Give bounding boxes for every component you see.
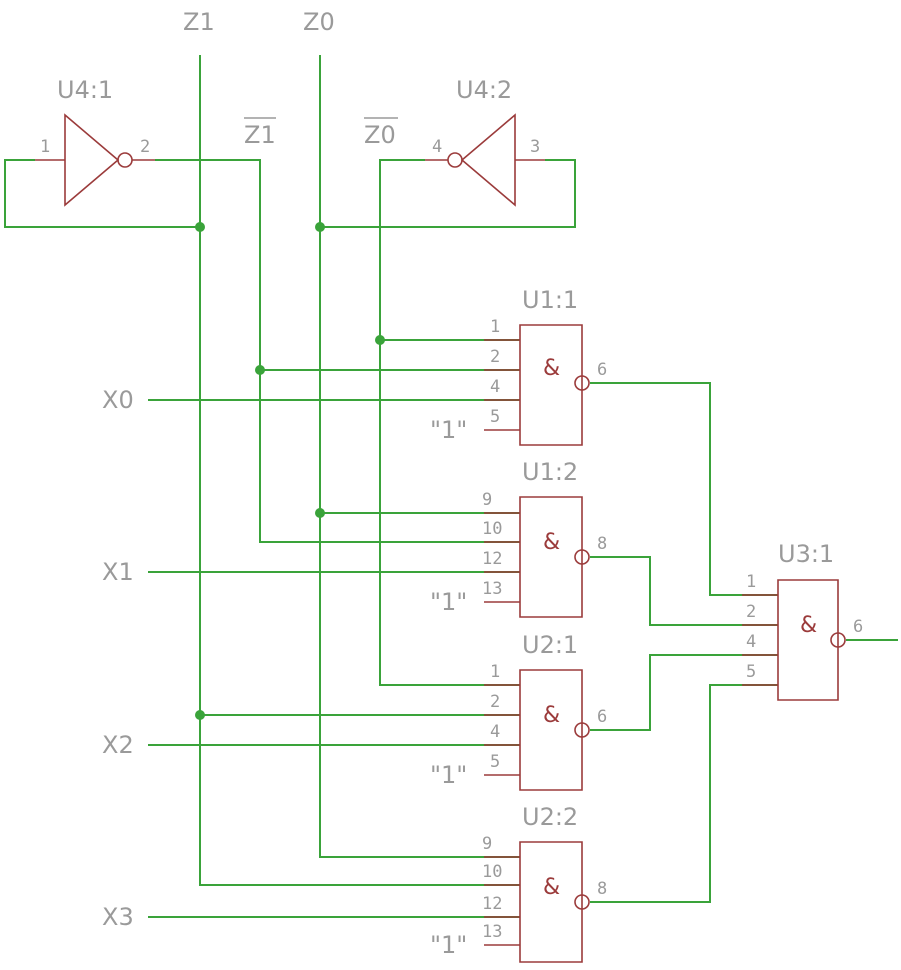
part-bodies (35, 113, 846, 963)
nand-gate-u3-1 (742, 579, 839, 701)
pin-number: 12 (482, 894, 502, 914)
and-symbol: & (543, 530, 560, 555)
pin-numbers: 1 2 3 4 1 2 4 5 6 9 10 12 13 8 1 2 4 5 6… (40, 137, 863, 942)
net-label-z0: Z0 (303, 8, 335, 36)
nand-bubble (574, 549, 590, 565)
nand-bubble (830, 632, 846, 648)
nand-gate-u1-2 (484, 496, 583, 618)
inverter-u4-2 (425, 113, 545, 207)
inverter-u4-1 (35, 113, 155, 207)
and-symbol: & (800, 613, 817, 638)
pin-number: 1 (490, 317, 500, 337)
pin-number: 12 (482, 549, 502, 569)
pin-number: 3 (530, 137, 540, 157)
nand-gate-u1-1 (484, 324, 583, 446)
pin-number: 8 (597, 879, 607, 899)
pin-number: 10 (482, 519, 502, 539)
and-symbol: & (543, 875, 560, 900)
pin-number: 2 (140, 137, 150, 157)
junction-dot (315, 222, 325, 232)
part-name-u4-1: U4:1 (57, 76, 113, 104)
wires (4, 55, 898, 918)
nand-bubble (574, 894, 590, 910)
pin-number: 5 (490, 407, 500, 427)
net-label-x3: X3 (102, 903, 134, 931)
const-high-label: "1" (430, 931, 467, 959)
pin-number: 4 (490, 377, 500, 397)
pin-number: 4 (746, 632, 756, 652)
net-label-z1: Z1 (183, 8, 215, 36)
junction-dot (255, 365, 265, 375)
part-name-u4-2: U4:2 (456, 76, 512, 104)
wire-z1-bar (155, 159, 520, 543)
net-label-x2: X2 (102, 731, 134, 759)
gate-symbols: & & & & & (543, 356, 817, 900)
pin-number: 1 (40, 137, 50, 157)
pin-number: 13 (482, 579, 502, 599)
and-symbol: & (543, 703, 560, 728)
pin-number: 2 (746, 602, 756, 622)
part-name-u2-1: U2:1 (522, 631, 578, 659)
part-name-u2-2: U2:2 (522, 803, 578, 831)
inverter-bubble (447, 152, 463, 168)
pin-number: 13 (482, 922, 502, 942)
pin-number: 2 (490, 692, 500, 712)
pin-number: 5 (490, 752, 500, 772)
nand-bubble (574, 722, 590, 738)
wire-z1-bus (199, 55, 520, 886)
pin-number: 8 (597, 534, 607, 554)
pin-number: 2 (490, 347, 500, 367)
net-label-x0: X0 (102, 386, 134, 414)
pin-number: 1 (490, 662, 500, 682)
nand-gate-u2-2 (484, 841, 583, 963)
wire-u4-2-input (320, 159, 576, 228)
wire-u2-1-out (590, 654, 778, 731)
wire-u1-1-out (590, 382, 778, 596)
junction-dot (315, 508, 325, 518)
part-name-u1-2: U1:2 (522, 458, 578, 486)
pin-number: 10 (482, 862, 502, 882)
inverter-bubble (117, 152, 133, 168)
part-name-u1-1: U1:1 (522, 286, 578, 314)
pin-number: 9 (482, 834, 492, 854)
const-high-label: "1" (430, 416, 467, 444)
junction-dot (195, 710, 205, 720)
const-high-label: "1" (430, 761, 467, 789)
pin-number: 1 (746, 572, 756, 592)
pin-number: 5 (746, 662, 756, 682)
wire-z0-bar (379, 159, 520, 686)
wire-u2-2-out (590, 684, 778, 903)
net-label-z0-bar: Z0 (364, 121, 396, 149)
and-symbol: & (543, 356, 560, 381)
pin-number: 6 (853, 617, 863, 637)
wire-z0-bus (319, 55, 520, 858)
pin-number: 9 (482, 490, 492, 510)
part-names: U4:1 U4:2 U1:1 U1:2 U2:1 U2:2 U3:1 (57, 76, 834, 831)
const-high-label: "1" (430, 588, 467, 616)
nand-bubble (574, 375, 590, 391)
nand-gate-u2-1 (484, 669, 583, 791)
junction-dot (195, 222, 205, 232)
junction-dot (375, 335, 385, 345)
pin-number: 4 (490, 722, 500, 742)
pin-number: 4 (432, 137, 442, 157)
net-label-z1-bar: Z1 (244, 121, 276, 149)
part-name-u3-1: U3:1 (778, 540, 834, 568)
constant-labels: "1" "1" "1" "1" (430, 416, 467, 959)
junctions (195, 222, 385, 720)
net-label-x1: X1 (102, 558, 134, 586)
pin-number: 6 (597, 707, 607, 727)
pin-number: 6 (597, 360, 607, 380)
wire-u1-2-out (590, 556, 778, 626)
wire-u4-1-input (4, 159, 200, 228)
net-labels: Z1 Z0 Z1 Z0 X0 X1 X2 X3 (102, 8, 398, 931)
